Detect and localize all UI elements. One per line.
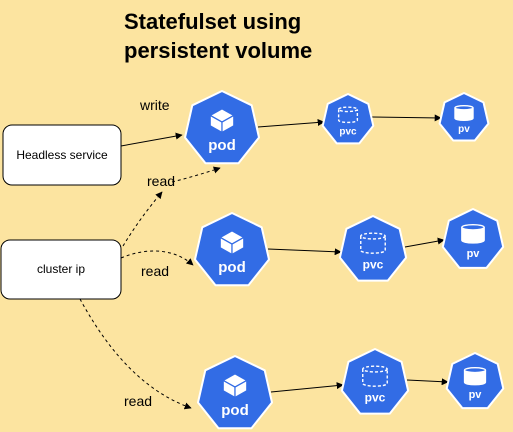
pvc-to-pv-edge-1	[371, 114, 442, 122]
pvc-node-3-label: pvc	[365, 391, 386, 405]
cylinder-icon	[463, 366, 487, 386]
pod-to-pvc-edge-2	[267, 248, 342, 256]
write-edge	[120, 132, 183, 147]
read-edge-to-pod-2	[120, 250, 194, 266]
cylinder-icon	[454, 104, 474, 122]
pv-node-1-label: pv	[458, 124, 470, 135]
pod-node-1[interactable]: pod	[184, 90, 260, 165]
pod-node-2[interactable]: pod	[194, 212, 270, 287]
pvc-node-1-label: pvc	[339, 126, 357, 137]
headless-service-label: Headless service	[16, 148, 108, 162]
pod-to-pvc-edge-3	[270, 382, 344, 393]
pv-node-3[interactable]: pv	[445, 352, 505, 410]
cube-icon	[222, 373, 248, 399]
pv-node-2[interactable]: pv	[441, 208, 505, 269]
cube-icon	[219, 230, 245, 256]
pod-node-3[interactable]: pod	[197, 355, 273, 430]
pvc-node-2-label: pvc	[363, 258, 384, 272]
read-label-1: read	[147, 173, 175, 189]
pvc-node-3[interactable]: pvc	[340, 348, 410, 415]
dashed-cylinder-icon	[360, 232, 386, 254]
pvc-to-pv-edge-2	[404, 237, 445, 248]
pod-node-2-label: pod	[218, 259, 246, 276]
headless-service-box[interactable]: Headless service	[2, 124, 122, 186]
dashed-cylinder-icon	[362, 365, 388, 387]
pv-node-2-label: pv	[467, 248, 481, 260]
diagram-title-line-2: persistent volume	[124, 38, 312, 63]
read-edge-upper-segment	[122, 191, 163, 247]
read-label-2: read	[141, 263, 169, 279]
pvc-node-1[interactable]: pvc	[321, 93, 375, 145]
pod-to-pvc-edge-1	[257, 118, 325, 128]
read-edge-to-pod-1	[171, 166, 221, 183]
pod-node-1-label: pod	[208, 137, 236, 154]
dashed-cylinder-icon	[337, 106, 359, 124]
diagram-title-line-1: Statefulset using	[124, 9, 301, 34]
pv-node-3-label: pv	[469, 389, 483, 401]
pv-node-1[interactable]: pv	[438, 92, 490, 142]
read-label-3: read	[124, 393, 152, 409]
cluster-ip-label: cluster ip	[37, 262, 85, 276]
cylinder-icon	[461, 223, 485, 244]
pod-node-3-label: pod	[221, 402, 249, 419]
cluster-ip-box[interactable]: cluster ip	[0, 239, 122, 300]
cube-icon	[209, 108, 235, 134]
pvc-to-pv-edge-3	[406, 378, 449, 386]
write-label: write	[139, 97, 170, 113]
read-edge-to-pod-3	[79, 298, 192, 410]
pvc-node-2[interactable]: pvc	[338, 215, 408, 282]
